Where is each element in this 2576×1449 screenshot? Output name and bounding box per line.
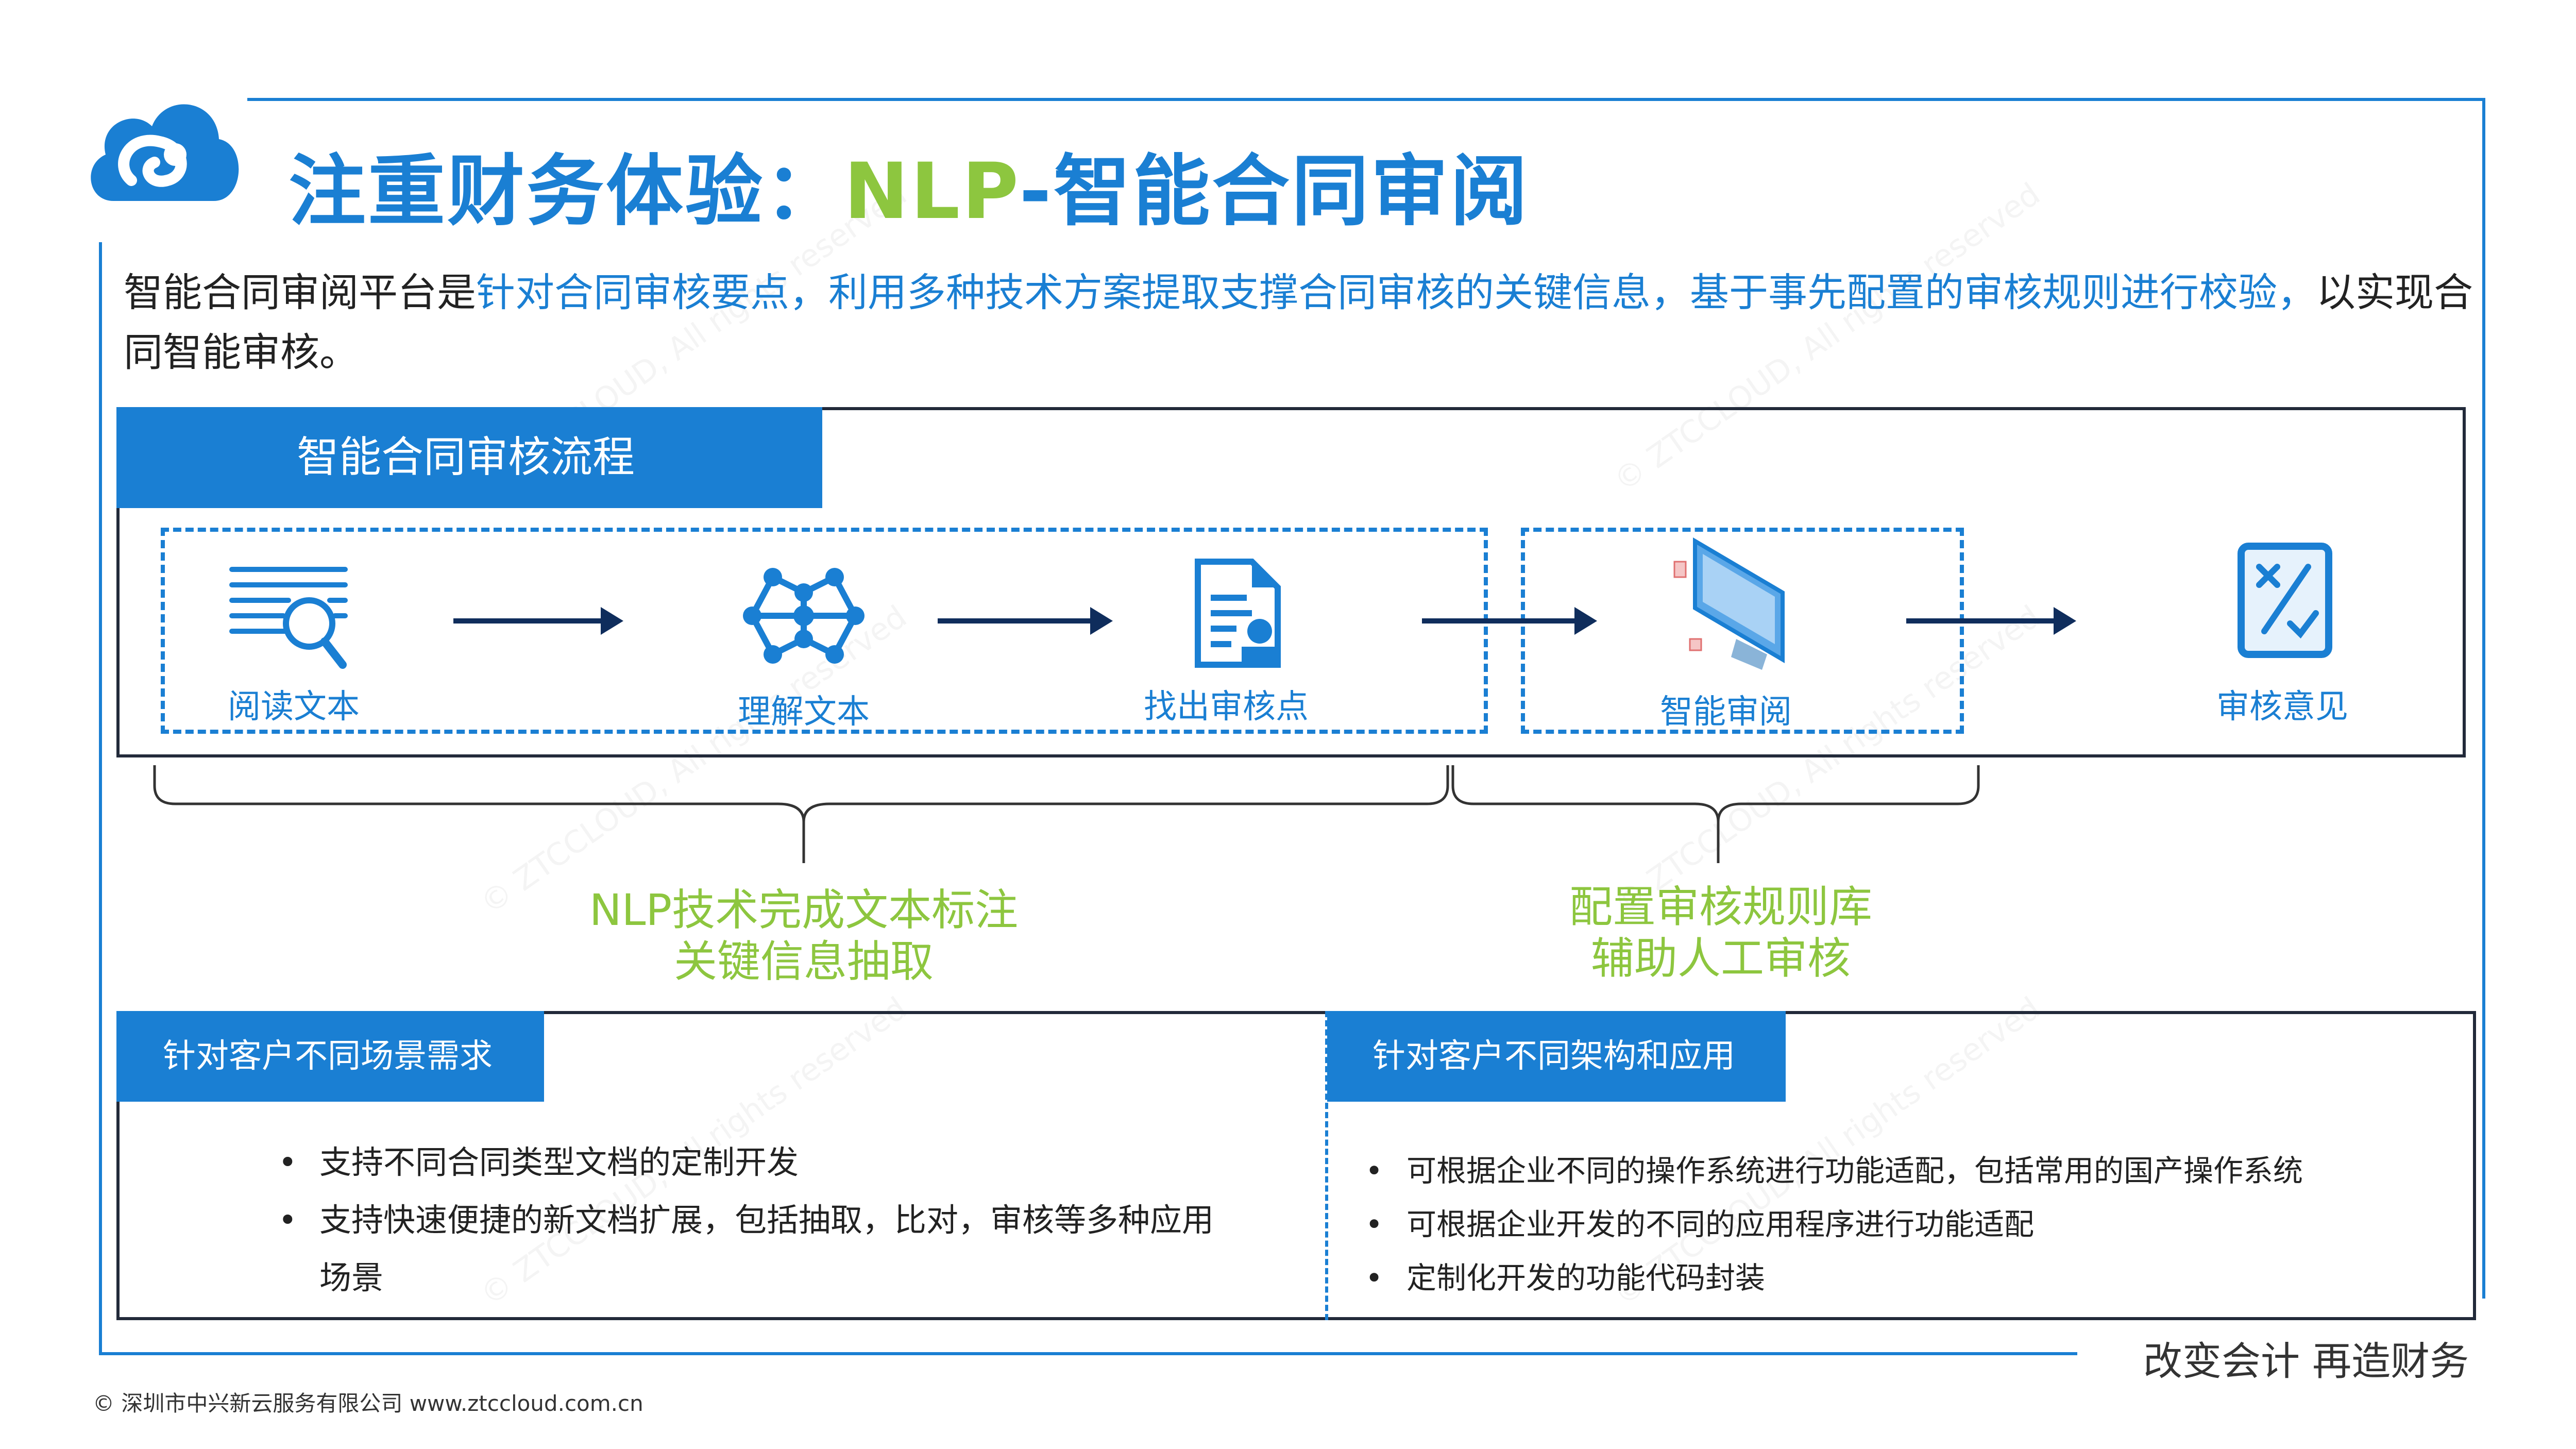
- step-label: 理解文本: [738, 693, 870, 731]
- panel-left-list: 支持不同合同类型文档的定制开发 支持快速便捷的新文档扩展，包括抽取，比对，审核等…: [278, 1134, 1216, 1307]
- company-logo: [91, 104, 239, 201]
- title-rest: -智能合同审阅: [1019, 147, 1530, 237]
- document-review-icon: [1195, 559, 1281, 668]
- panel-right-header: 针对客户不同架构和应用: [1327, 1011, 1786, 1102]
- frame-left-line: [99, 242, 102, 1355]
- step-label: 找出审核点: [1144, 688, 1309, 726]
- flow-arrow: [938, 607, 1113, 635]
- bottom-panel: [116, 1011, 2476, 1320]
- intro-highlight: 针对合同审核要点，利用多种技术方案提取支撑合同审核的关键信息，基于事先配置的审核…: [476, 269, 2316, 315]
- frame-top-line: [247, 98, 2485, 101]
- nlp-group-caption: NLP技术完成文本标注 关键信息抽取: [546, 884, 1061, 987]
- list-item: 支持快速便捷的新文档扩展，包括抽取，比对，审核等多种应用场景: [278, 1191, 1216, 1307]
- intro-text-end: 以实现合同智能审核。: [124, 269, 2473, 375]
- title-main: 注重财务体验：: [289, 147, 844, 237]
- intro-paragraph: 智能合同审阅平台是针对合同审核要点，利用多种技术方案提取支撑合同审核的关键信息，…: [124, 263, 2483, 382]
- title-accent: NLP: [844, 147, 1020, 237]
- list-item: 可根据企业不同的操作系统进行功能适配，包括常用的国产操作系统: [1365, 1144, 2473, 1198]
- panel-right-list: 可根据企业不同的操作系统进行功能适配，包括常用的国产操作系统 可根据企业开发的不…: [1365, 1144, 2473, 1305]
- flow-arrow: [1906, 607, 2076, 635]
- frame-bottom-line: [99, 1352, 2077, 1355]
- nlp-caption-line1: NLP技术完成文本标注: [589, 885, 1019, 935]
- monitor-icon: [1673, 537, 1785, 670]
- page-title: 注重财务体验：NLP-智能合同审阅: [289, 129, 1530, 241]
- panel-left-header: 针对客户不同场景需求: [116, 1011, 544, 1102]
- intro-text: 智能合同审阅平台是: [124, 269, 476, 315]
- flow-box: [116, 407, 2466, 757]
- step-label: 阅读文本: [228, 688, 360, 726]
- review-caption-line2: 辅助人工审核: [1590, 933, 1851, 984]
- step-label: 审核意见: [2216, 688, 2348, 726]
- slogan: 改变会计 再造财务: [2143, 1338, 2469, 1384]
- step-label: 智能审阅: [1660, 693, 1792, 731]
- footer-copyright: © 深圳市中兴新云服务有限公司 www.ztccloud.com.cn: [93, 1391, 643, 1416]
- review-step-group: [1521, 528, 1964, 734]
- panel-divider: [1325, 1011, 1328, 1320]
- nlp-steps-group: [161, 528, 1488, 734]
- review-caption-line1: 配置审核规则库: [1569, 882, 1872, 932]
- list-item: 可根据企业开发的不同的应用程序进行功能适配: [1365, 1198, 2473, 1251]
- review-group-caption: 配置审核规则库 辅助人工审核: [1463, 881, 1978, 984]
- neural-network-icon: [743, 568, 865, 664]
- document-search-icon: [229, 567, 348, 669]
- list-item: 定制化开发的功能代码封装: [1365, 1251, 2473, 1305]
- checklist-icon: [2238, 543, 2332, 658]
- flow-arrow: [453, 607, 623, 635]
- list-item: 支持不同合同类型文档的定制开发: [278, 1134, 1216, 1191]
- flow-arrow: [1422, 607, 1597, 635]
- flow-header: 智能合同审核流程: [116, 407, 822, 508]
- nlp-caption-line2: 关键信息抽取: [673, 936, 934, 987]
- frame-right-line: [2482, 98, 2485, 1299]
- group-braces: [153, 765, 1980, 863]
